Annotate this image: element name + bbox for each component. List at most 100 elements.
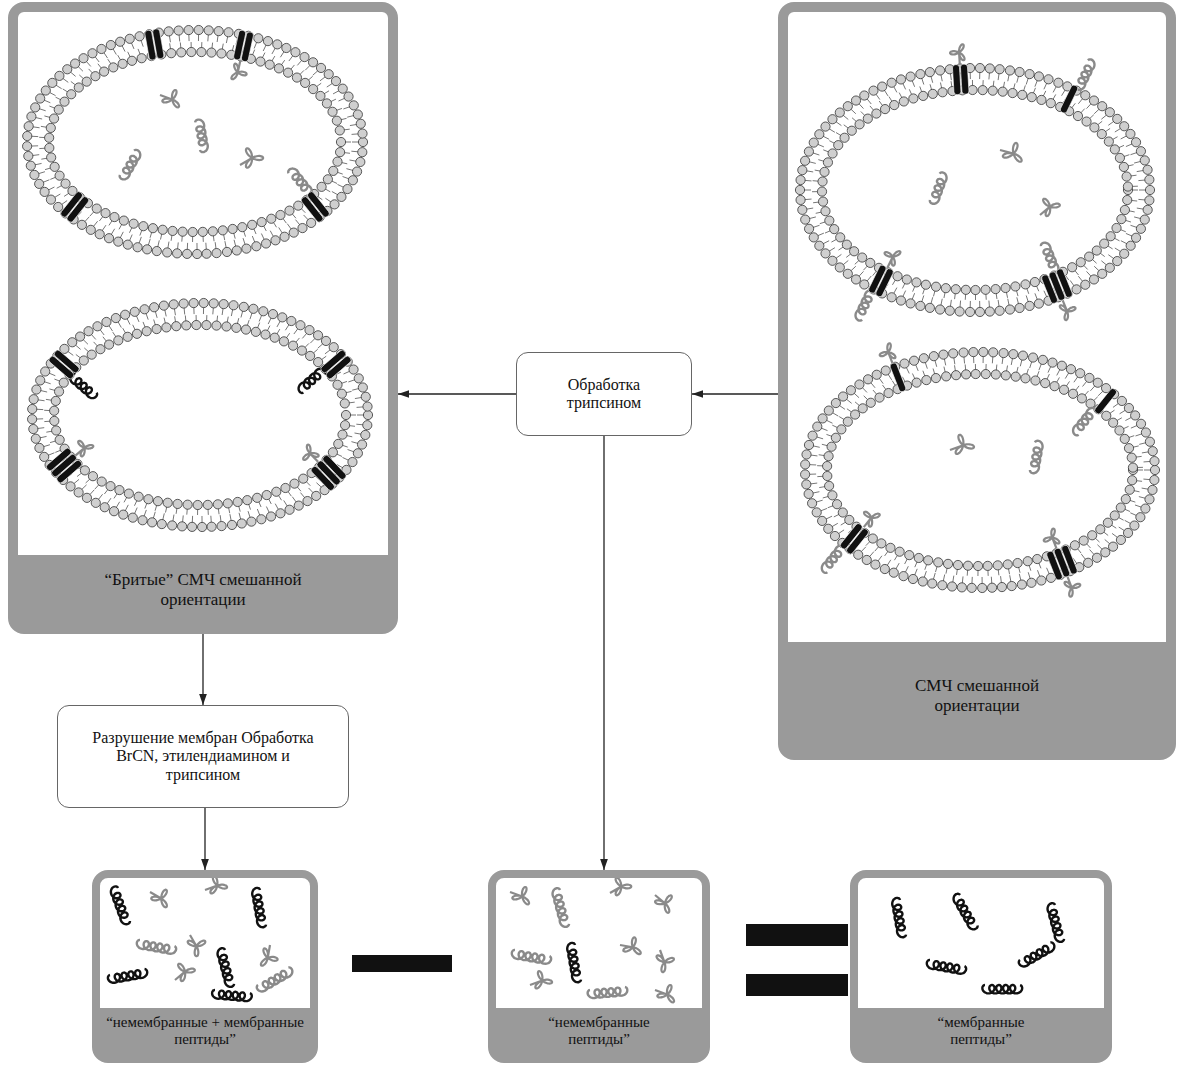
lipid-head [1098,102,1107,111]
peptide-loop [655,947,677,973]
lipid-head [169,300,178,309]
membrane-protein [877,343,908,395]
lipid-head [1130,521,1139,530]
lipid-head [77,220,86,229]
lipid-head [929,352,938,361]
lipid-head [919,91,928,100]
lipid-tail [35,163,42,164]
lipid-head [963,561,972,570]
lipid-head [999,348,1008,357]
lipid-head [945,306,954,315]
lipid-head [846,386,855,395]
lipid-head [1034,72,1043,81]
lipid-head [222,322,231,331]
lipid-head [177,522,186,531]
lipid-tail [854,393,859,398]
lipid-head [338,84,347,93]
lipid-tail [325,350,331,354]
lipid-head [1068,263,1077,272]
helix-coil [251,887,266,928]
membrane-protein [950,44,970,95]
lipid-head [1112,223,1121,232]
lipid-head [187,522,196,531]
membrane-protein [281,166,331,223]
lipid-tail [300,493,304,498]
lipid-head [163,248,172,257]
lipid-head [1082,117,1091,126]
lipid-head [232,246,241,255]
lipid-tail [83,339,88,344]
lipid-head [178,227,187,236]
lipid-tail [809,162,816,164]
lipid-tail [979,72,980,79]
lipid-tail [174,308,175,315]
lipid-head [1072,285,1081,294]
lipid-head [63,65,72,74]
lipid-head [855,120,864,129]
lipid-tail [1062,90,1066,96]
lipid-head [179,299,188,308]
lipid-tail [1010,575,1011,582]
lipid-tail [816,500,823,502]
lipid-head [1009,350,1018,359]
panel-caption-band: “Бритые” СМЧ смешанной ориентации [18,555,388,624]
lipid-head [268,310,277,319]
lipid-head [862,555,871,564]
lipid-head [987,583,996,592]
peptide-loop [508,883,534,905]
lipid-head [312,491,321,500]
lipid-head [1081,91,1090,100]
lipid-head [316,91,325,100]
lipid-head [889,568,898,577]
lipid-tail [122,45,125,51]
lipid-head [820,167,829,176]
lipid-head [1021,280,1030,289]
lipid-head [278,313,287,322]
lipid-head [830,225,839,234]
transmembrane-block [1094,387,1118,415]
panel-caption-band: “немембранные + мембранные пептиды” [100,1008,310,1055]
lipid-tail [1134,217,1141,219]
lipid-tail [292,497,296,503]
lipid-tail [826,516,832,519]
lipid-head [134,492,143,501]
protein-domain [231,60,249,82]
membrane-protein [45,434,98,484]
helix-coil [982,985,1022,993]
lipid-tail [871,382,875,387]
lipid-head [959,348,968,357]
lipid-head [335,126,344,135]
lipid-tail [250,313,252,320]
lipid-head [36,94,45,103]
lipid-tail [963,357,965,364]
lipid-tail [93,221,97,226]
lipid-tail [836,122,842,126]
lipid-tail [903,291,906,297]
lipid-head [152,324,161,333]
helix-coil [929,172,948,206]
lipid-head [938,581,947,590]
lipid-head [1145,185,1154,194]
lipid-tail [876,94,880,100]
lipid-tail [992,356,994,363]
lipid-head [1092,553,1101,562]
lipid-head [1008,88,1017,97]
helix-coil [566,942,581,983]
lipid-head [1110,511,1119,520]
lipid-head [213,500,222,509]
lipid-head [143,245,152,254]
lipid-tail [155,311,157,318]
membrane-protein [1039,526,1086,599]
lipid-tail [1125,520,1131,523]
lipid-tail [941,299,942,306]
lipid-tail [113,49,117,55]
lipid-head [341,410,350,419]
lipid-tail [1035,80,1038,87]
helix-coil [951,893,978,932]
lipid-head [953,560,962,569]
lipid-head [991,370,1000,379]
lipid-head [851,410,860,419]
lipid-head [333,380,342,389]
lipid-head [363,402,372,411]
peptide-helix [109,886,131,926]
